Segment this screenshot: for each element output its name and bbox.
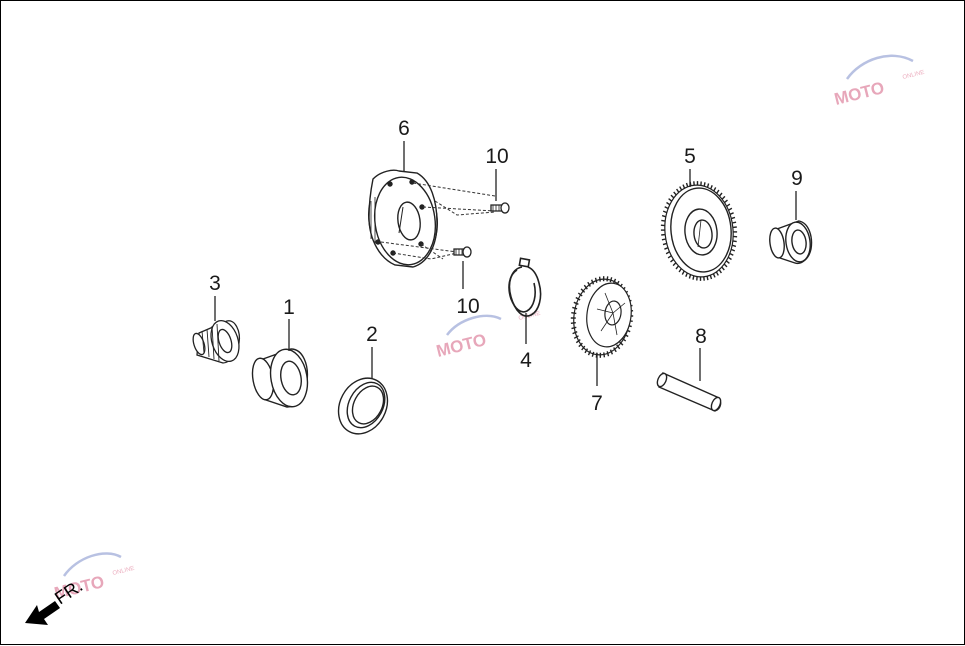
svg-text:MOTO: MOTO bbox=[832, 78, 886, 109]
gear-tooth bbox=[728, 257, 731, 259]
callout-9: 9 bbox=[791, 167, 803, 190]
callout-3: 3 bbox=[209, 272, 221, 295]
part-7-idle-gear bbox=[569, 275, 635, 358]
watermark-top-right: MOTO ONLINE bbox=[832, 56, 925, 109]
gear-tooth bbox=[669, 199, 672, 202]
gear-tooth bbox=[663, 211, 667, 213]
gear-tooth bbox=[671, 259, 674, 262]
gear-tooth bbox=[730, 213, 734, 215]
gear-tooth bbox=[719, 270, 721, 273]
gear-tooth bbox=[662, 239, 666, 240]
gear-tooth bbox=[682, 271, 684, 275]
gear-tooth bbox=[689, 275, 690, 279]
gear-tooth bbox=[727, 204, 730, 206]
gear-tooth bbox=[724, 200, 727, 203]
gear-tooth bbox=[668, 256, 671, 258]
gear-tooth bbox=[693, 276, 694, 280]
gear-tooth bbox=[683, 185, 685, 189]
part-2-washer bbox=[329, 370, 397, 443]
part-1-bearing bbox=[250, 346, 312, 409]
gear-tooth bbox=[722, 196, 725, 199]
gear-tooth bbox=[680, 187, 682, 191]
gear-tooth bbox=[662, 216, 666, 217]
svg-text:MOTO: MOTO bbox=[434, 330, 488, 361]
gear-tooth bbox=[661, 220, 665, 221]
part-10-bolt-upper bbox=[491, 203, 509, 213]
callout-10-upper: 10 bbox=[485, 145, 508, 168]
gear-tooth bbox=[666, 252, 670, 254]
part-8-shaft bbox=[655, 372, 722, 412]
svg-text:ONLINE: ONLINE bbox=[902, 70, 925, 81]
gear-tooth bbox=[717, 190, 719, 193]
gear-tooth bbox=[731, 249, 735, 251]
callout-4: 4 bbox=[520, 349, 532, 372]
gear-tooth bbox=[665, 207, 669, 209]
gear-tooth bbox=[663, 243, 667, 244]
front-arrow-icon bbox=[25, 601, 60, 625]
gear-tooth bbox=[733, 241, 737, 242]
callout-1: 1 bbox=[283, 296, 295, 319]
callout-2: 2 bbox=[366, 323, 378, 346]
gear-tooth bbox=[571, 323, 576, 324]
gear-tooth bbox=[687, 183, 688, 187]
gear-tooth bbox=[710, 275, 711, 279]
part-4-circlip bbox=[509, 258, 541, 316]
gear-tooth bbox=[674, 192, 677, 195]
gear-tooth bbox=[708, 184, 709, 188]
gear-tooth bbox=[673, 263, 676, 266]
gear-tooth bbox=[716, 272, 718, 276]
gear-tooth bbox=[676, 266, 679, 269]
callout-8: 8 bbox=[695, 325, 707, 348]
gear-tooth bbox=[667, 203, 670, 205]
gear-tooth bbox=[720, 193, 723, 196]
gear-tooth bbox=[604, 352, 605, 357]
svg-text:ONLINE: ONLINE bbox=[112, 566, 135, 577]
gear-tooth bbox=[607, 276, 608, 281]
gear-tooth bbox=[713, 274, 715, 278]
part-5-driven-gear bbox=[660, 181, 737, 281]
part-9-bush bbox=[768, 221, 813, 264]
gear-tooth bbox=[707, 276, 708, 280]
gear-tooth bbox=[571, 313, 576, 314]
gear-tooth bbox=[711, 185, 713, 189]
gear-tooth bbox=[671, 195, 674, 198]
gear-tooth bbox=[722, 267, 725, 270]
gear-tooth bbox=[704, 182, 705, 186]
callout-7: 7 bbox=[591, 392, 603, 415]
gear-tooth bbox=[730, 254, 734, 256]
gear-tooth bbox=[728, 208, 732, 210]
callout-10-lower: 10 bbox=[456, 295, 479, 318]
callout-6: 6 bbox=[398, 117, 410, 140]
gear-tooth bbox=[732, 222, 736, 223]
gear-tooth bbox=[726, 261, 729, 264]
gear-tooth bbox=[731, 217, 735, 218]
part-10-bolt-lower bbox=[454, 247, 471, 257]
gear-tooth bbox=[724, 264, 727, 267]
gear-tooth bbox=[600, 277, 601, 282]
gear-tooth bbox=[732, 245, 736, 246]
gear-tooth bbox=[664, 248, 668, 250]
gear-tooth bbox=[677, 189, 679, 192]
part-3-needle-bearing bbox=[191, 317, 244, 365]
gear-tooth bbox=[686, 273, 688, 277]
callout-5: 5 bbox=[684, 145, 696, 168]
gear-tooth bbox=[714, 187, 716, 191]
gear-tooth bbox=[679, 269, 681, 272]
